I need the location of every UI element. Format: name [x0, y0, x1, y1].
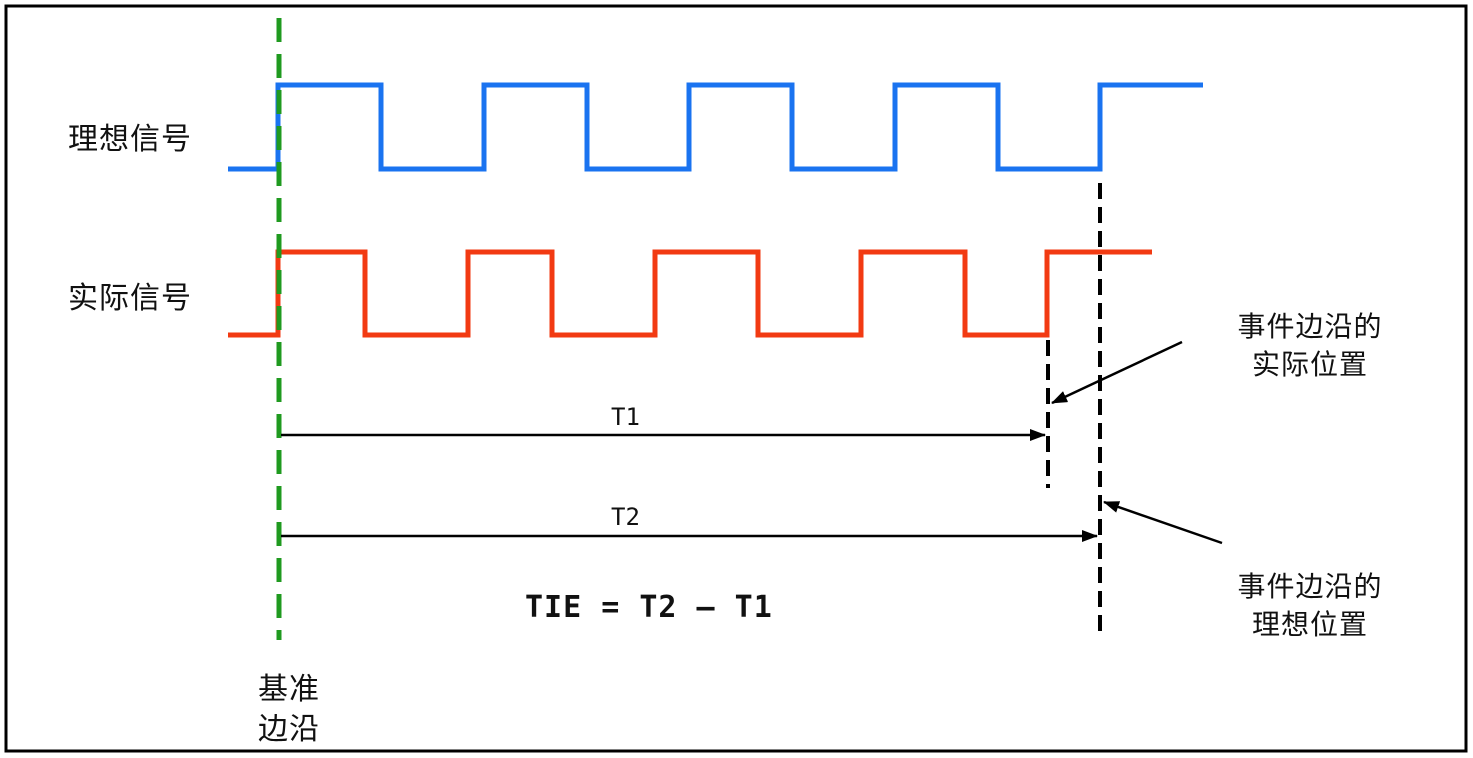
ideal-edge-note-line2: 理想位置 [1251, 608, 1368, 641]
ideal-edge-note: 事件边沿的 理想位置 [1222, 568, 1398, 644]
diagram-frame [4, 4, 1468, 753]
actual-signal-waveform [228, 249, 1152, 338]
actual-edge-note-line1: 事件边沿的 [1237, 310, 1383, 343]
t2-label: T2 [611, 503, 640, 531]
actual-edge-note-line2: 实际位置 [1251, 348, 1368, 381]
ideal-edge-note-line1: 事件边沿的 [1237, 570, 1383, 603]
t1-label: T1 [611, 403, 640, 431]
actual-signal-label: 实际信号 [68, 281, 192, 316]
ideal-edge-callout-arrow [1103, 500, 1223, 545]
reference-edge-label-line2: 边沿 [258, 712, 320, 747]
reference-edge-label-line1: 基准 [258, 672, 320, 707]
actual-edge-note: 事件边沿的 实际位置 [1222, 308, 1398, 384]
ideal-signal-label: 理想信号 [68, 122, 192, 157]
actual-edge-callout-arrow [1051, 340, 1183, 405]
ideal-signal-waveform [228, 82, 1203, 172]
tie-formula: TIE = T2 – T1 [525, 590, 773, 625]
